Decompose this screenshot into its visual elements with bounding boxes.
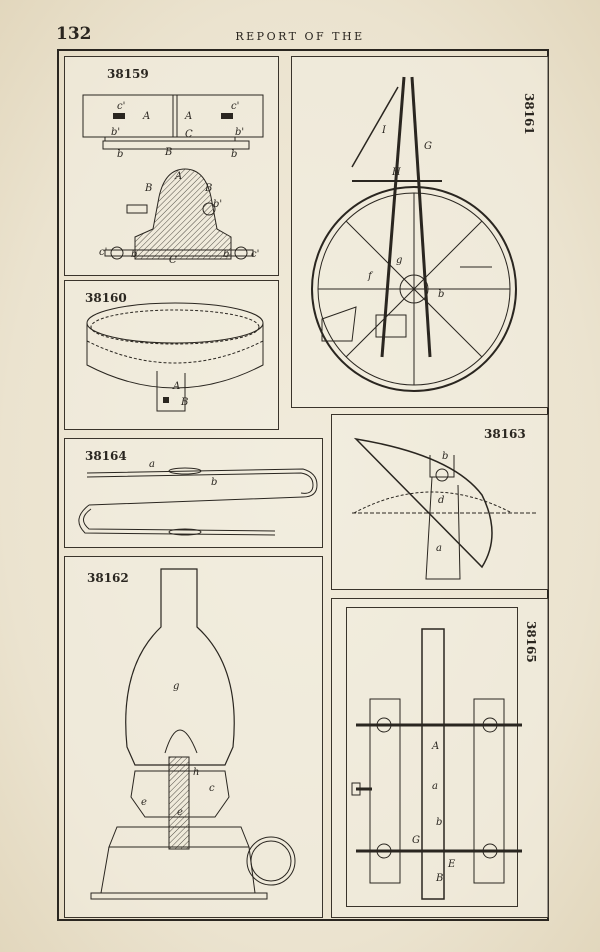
svg-text:c': c' [231, 101, 239, 112]
svg-text:B: B [204, 183, 212, 194]
running-title: REPORT OF THE [235, 30, 365, 43]
svg-text:b: b [442, 451, 448, 462]
svg-text:A: A [142, 111, 150, 122]
svg-text:b': b' [213, 199, 222, 210]
svg-text:b: b [223, 249, 229, 260]
svg-text:C: C [169, 255, 177, 266]
figure-number: 38162 [87, 571, 129, 585]
svg-text:a: a [149, 459, 155, 470]
figure-number: 38164 [85, 449, 127, 463]
svg-text:C: C [185, 129, 193, 140]
svg-text:a: a [436, 543, 442, 554]
svg-text:b: b [211, 477, 217, 488]
svg-text:G: G [424, 141, 432, 152]
svg-text:A: A [431, 741, 439, 752]
svg-text:A: A [174, 171, 182, 182]
figure-38165-inner-frame [346, 607, 518, 907]
svg-text:g: g [173, 681, 179, 692]
svg-text:b: b [117, 149, 123, 160]
svg-text:c': c' [117, 101, 125, 112]
svg-text:B: B [180, 397, 188, 408]
svg-text:d: d [438, 495, 444, 506]
svg-text:B: B [164, 147, 172, 158]
svg-text:A: A [172, 381, 180, 392]
figure-38162-drawing: g h e c e [90, 568, 296, 900]
figure-38164-drawing: ab [78, 459, 318, 536]
svg-text:b': b' [111, 127, 120, 138]
figure-panel-38163: 38163 b d a [331, 414, 549, 590]
svg-text:b': b' [235, 127, 244, 138]
svg-text:a: a [432, 781, 438, 792]
svg-text:e: e [177, 807, 183, 818]
svg-text:b: b [231, 149, 237, 160]
figure-38161-drawing: I G Hf g b [311, 76, 517, 392]
svg-text:b: b [131, 249, 137, 260]
figure-38160-drawing: AB [86, 302, 264, 412]
svg-text:h: h [193, 767, 199, 778]
figure-panel-38162: 38162 g h e c e [64, 556, 323, 918]
svg-text:c': c' [99, 247, 107, 258]
page-number: 132 [56, 24, 92, 44]
svg-text:E: E [447, 859, 456, 870]
svg-text:e: e [141, 797, 147, 808]
svg-text:H: H [391, 167, 401, 178]
svg-text:B: B [144, 183, 152, 194]
svg-text:f: f [367, 271, 374, 282]
svg-text:A: A [184, 111, 192, 122]
figure-38163-drawing: b d a [352, 437, 538, 580]
figure-number: 38160 [85, 291, 127, 305]
figure-38165-drawing: Aa Gb BE [351, 628, 522, 900]
svg-text:I: I [381, 125, 387, 136]
svg-text:c': c' [251, 249, 259, 260]
svg-text:b: b [438, 289, 444, 300]
svg-text:b: b [436, 817, 442, 828]
svg-text:c: c [209, 783, 215, 794]
figure-number: 38163 [484, 427, 526, 441]
svg-text:B: B [435, 873, 443, 884]
svg-text:g: g [396, 255, 402, 266]
svg-text:G: G [412, 835, 420, 846]
figure-number: 38159 [107, 67, 149, 81]
